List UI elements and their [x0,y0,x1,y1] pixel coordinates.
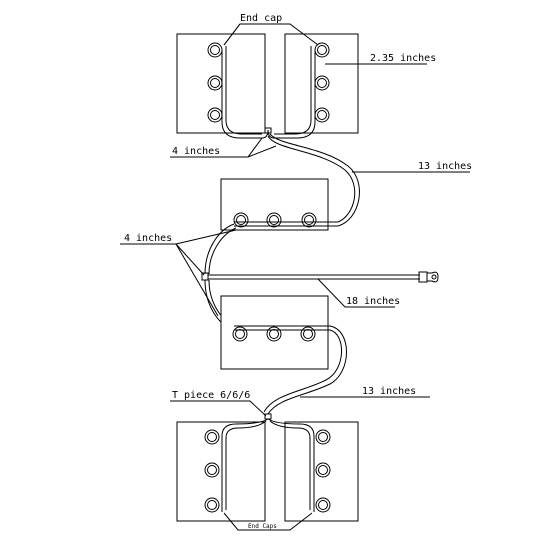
label-t-piece: T piece 6/6/6 [172,390,250,401]
label-4-inches-top: 4 inches [172,146,220,157]
tube-bottom-right-loop [267,418,315,512]
tube-left-loop-upper [204,223,235,275]
tube-middle-to-bottom [267,325,347,415]
box-bottom-right [284,421,359,522]
emitters-middle-upper [233,212,317,228]
faucet-connector-icon [418,271,439,283]
emitters-bottom-left [204,429,220,513]
tee-middle [201,272,209,281]
label-13-inches-bottom: 13 inches [362,386,416,397]
tube-top-to-middle [267,135,356,223]
tube-bottom-right-inner [269,420,311,510]
tube-top-right-inner [274,46,312,135]
tee-bottom [264,413,272,420]
tube-top-left-loop [221,50,269,139]
tee-top [264,127,272,134]
tube-left-loop-upper-inner [208,227,237,275]
tube-middle-to-bottom-inner [263,329,343,413]
tube-middle-lower-row [234,325,330,331]
box-top-left [176,33,266,134]
tube-bottom-left-inner [225,420,267,510]
label-end-caps: End Caps [248,523,277,530]
tube-bottom-left-loop [221,418,269,512]
box-bottom-left [176,421,266,522]
tube-top-to-middle-inner [269,133,360,227]
leader-lines [120,23,470,531]
emitters-bottom-right [315,429,331,513]
label-end-cap: End cap [240,13,282,24]
feed-line [208,274,420,280]
label-4-inches-middle: 4 inches [124,233,172,244]
label-13-inches-top: 13 inches [418,161,472,172]
label-2-35-inches: 2.35 inches [370,53,436,64]
label-18-inches: 18 inches [346,296,400,307]
box-middle-lower [220,295,329,370]
tube-top-left-inner [225,46,262,135]
tube-top-right-loop [267,50,316,139]
box-top-right [284,33,359,134]
